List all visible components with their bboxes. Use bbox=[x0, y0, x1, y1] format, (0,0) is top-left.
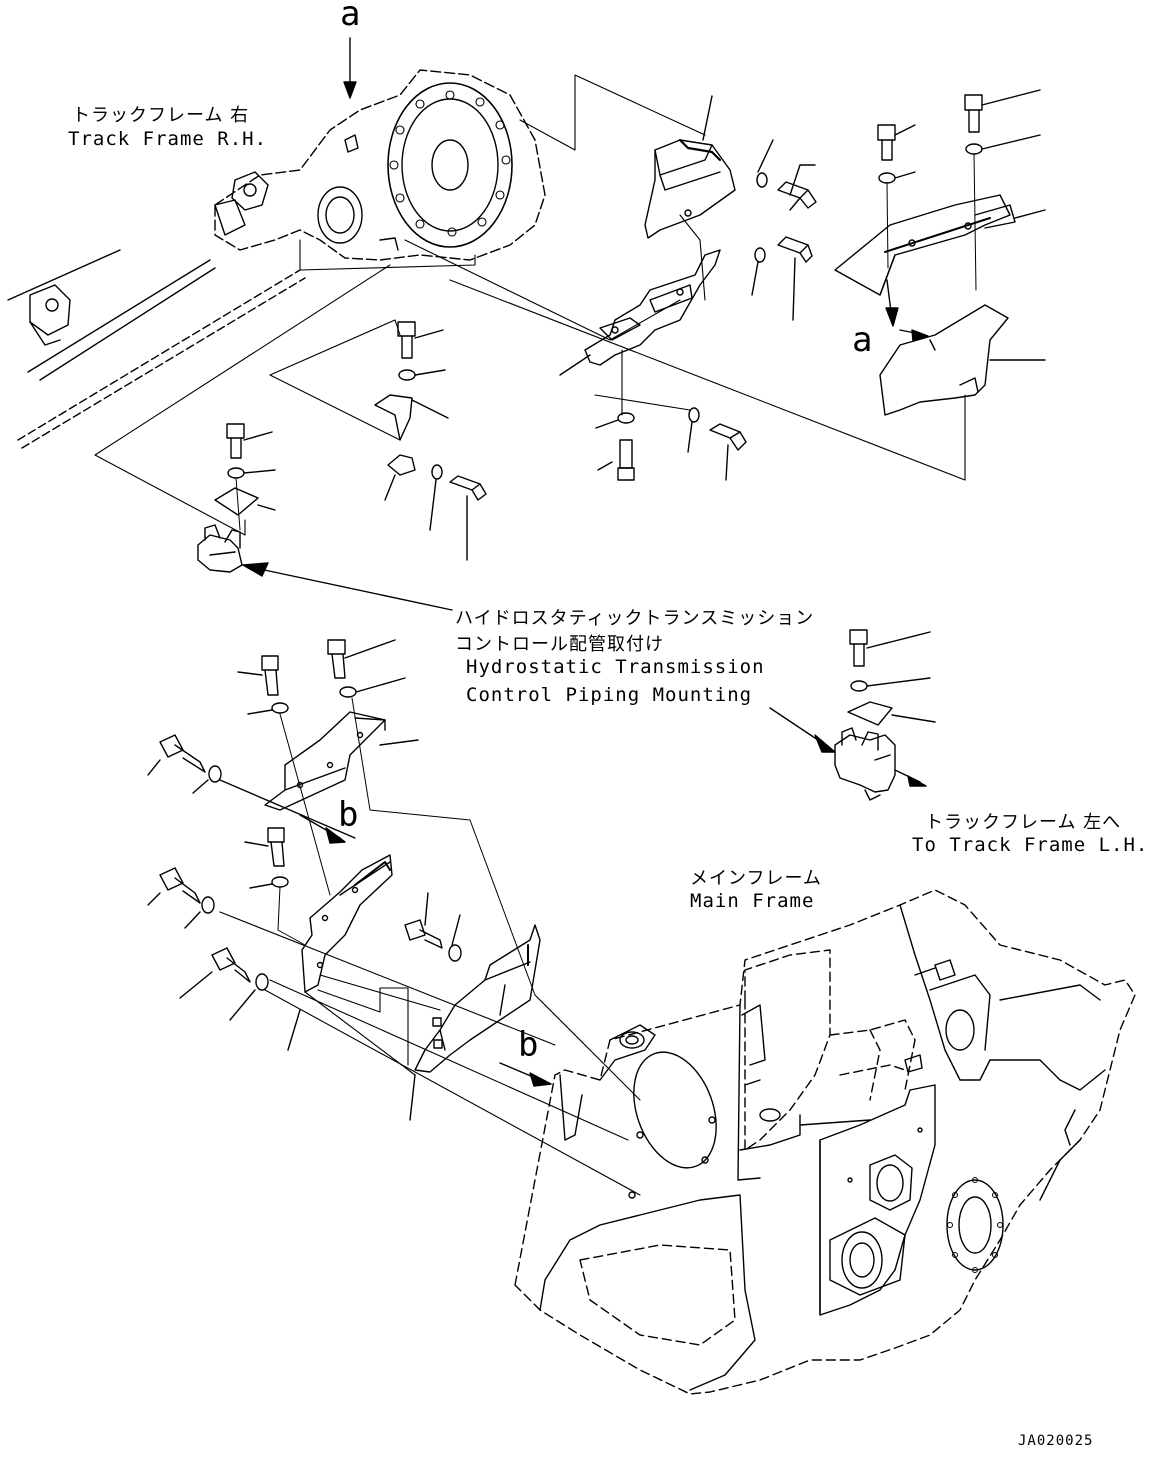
bolt-set-left-small bbox=[197, 423, 276, 573]
bolt-set-left-mid bbox=[374, 321, 487, 561]
arrow-b-mid bbox=[299, 814, 346, 844]
arrow-a-mid bbox=[885, 279, 929, 342]
arrow-b-low bbox=[499, 1062, 552, 1087]
track-frame-lh-label-jp: トラックフレーム 左へ bbox=[925, 812, 1122, 833]
center-bracket bbox=[559, 249, 721, 376]
bolt-set-lower-middle bbox=[404, 892, 462, 962]
bolt-set-upper-right-of-cover bbox=[756, 139, 817, 211]
bolt-set-below-center bbox=[595, 407, 747, 481]
track-frame-rh bbox=[7, 69, 546, 449]
hst-mounting-label-en-line2: Control Piping Mounting bbox=[466, 684, 753, 706]
bolt-set-center-right bbox=[751, 236, 813, 321]
upper-right-cover-lower bbox=[879, 304, 1046, 416]
view-letter-a-mid: a bbox=[852, 320, 873, 360]
upper-right-cover bbox=[834, 194, 1046, 296]
hst-mounting-label-jp-line1: ハイドロスタティックトランスミッション bbox=[455, 608, 815, 629]
lower-cover-middle-plate bbox=[287, 854, 393, 1051]
bolt-set-lower-left-5 bbox=[179, 947, 269, 1021]
bolt-set-lower-left-1 bbox=[237, 639, 536, 996]
lower-cover-upper-plate bbox=[264, 711, 419, 811]
track-frame-rh-label-en: Track Frame R.H. bbox=[68, 128, 268, 150]
track-frame-lh-label-en: To Track Frame L.H. bbox=[912, 834, 1149, 856]
view-letter-b-mid: b bbox=[338, 795, 359, 835]
sprocket-cover-upper bbox=[644, 95, 736, 239]
bolt-set-lower-left-2 bbox=[147, 734, 356, 839]
view-letter-b-low: b bbox=[518, 1025, 539, 1065]
bolt-set-upper-right-2 bbox=[964, 89, 1041, 291]
drawing-code: JA020025 bbox=[1018, 1433, 1094, 1449]
hst-mounting-label-jp-line2: コントロール配管取付け bbox=[455, 634, 664, 655]
hst-mounting-label-en-line1: Hydrostatic Transmission bbox=[466, 656, 765, 678]
hst-mounting-lh bbox=[834, 629, 936, 801]
assembly-outlines-lower bbox=[219, 911, 641, 1196]
bolt-set-lower-left-4 bbox=[147, 867, 215, 929]
track-frame-rh-label-jp: トラックフレーム 右 bbox=[72, 105, 250, 126]
main-frame-label-jp: メインフレーム bbox=[690, 868, 822, 889]
bolt-set-lower-left-3 bbox=[244, 827, 306, 946]
bolt-set-upper-right-1 bbox=[877, 124, 916, 269]
view-letter-a-top: a bbox=[340, 0, 361, 34]
arrow-to-hst-mounting-lh bbox=[769, 707, 927, 787]
lower-cover-side-plate bbox=[409, 924, 541, 1121]
main-frame-label-en: Main Frame bbox=[690, 890, 815, 912]
arrow-a-top bbox=[343, 37, 357, 99]
arrow-to-hst-mounting-rh bbox=[242, 562, 453, 611]
main-frame bbox=[514, 889, 1136, 1395]
